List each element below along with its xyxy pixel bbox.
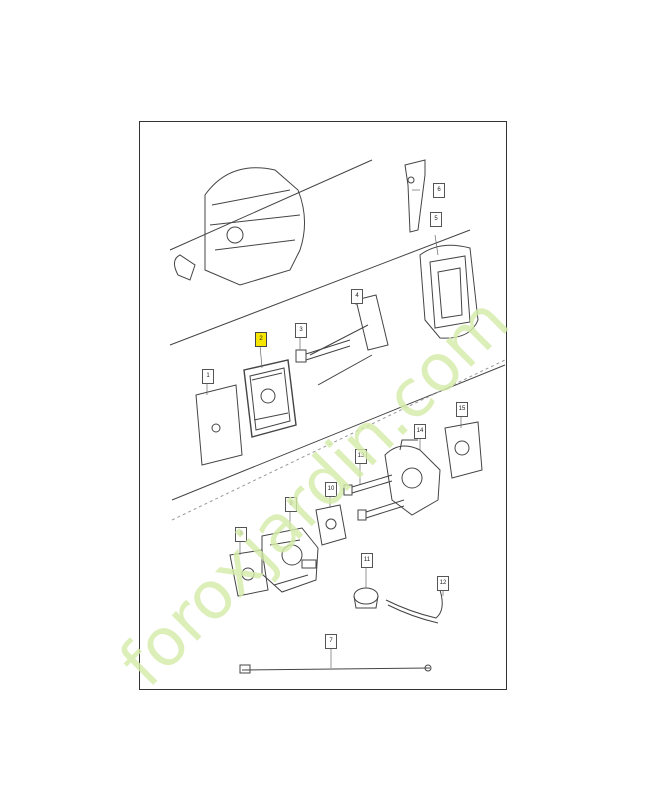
fuel-hose-part bbox=[385, 589, 443, 624]
primer-bulb-part bbox=[353, 587, 379, 609]
carb-gasket-part bbox=[315, 504, 347, 546]
callout-10: 10 bbox=[325, 482, 337, 497]
callout-5: 5 bbox=[430, 212, 442, 227]
callout-2: 2 bbox=[255, 332, 267, 347]
screw-part bbox=[295, 339, 351, 363]
callout-9: 9 bbox=[285, 497, 297, 512]
callout-13: 13 bbox=[355, 449, 367, 464]
long-screw-part bbox=[343, 474, 405, 521]
callout-1: 1 bbox=[202, 369, 214, 384]
callout-3: 3 bbox=[295, 323, 307, 338]
callout-4: 4 bbox=[351, 289, 363, 304]
callout-15: 15 bbox=[456, 402, 468, 417]
callout-7: 7 bbox=[325, 634, 337, 649]
intake-manifold-part bbox=[384, 439, 441, 516]
callout-14: 14 bbox=[414, 424, 426, 439]
intake-gasket-part bbox=[444, 421, 483, 479]
callout-12: 12 bbox=[437, 576, 449, 591]
bracket-part bbox=[404, 159, 426, 233]
throttle-cable-part bbox=[239, 664, 432, 674]
callout-6: 6 bbox=[433, 183, 445, 198]
filter-pad-part bbox=[195, 384, 243, 466]
engine-cover-part bbox=[174, 167, 305, 286]
diagram-frame bbox=[139, 121, 507, 690]
filter-gasket-part bbox=[243, 359, 297, 438]
filter-housing-part bbox=[419, 244, 479, 339]
carburetor-part bbox=[261, 527, 319, 593]
callout-8: 8 bbox=[235, 527, 247, 542]
base-gasket-part bbox=[229, 549, 269, 597]
stud-part bbox=[309, 290, 389, 386]
callout-11: 11 bbox=[361, 553, 373, 568]
